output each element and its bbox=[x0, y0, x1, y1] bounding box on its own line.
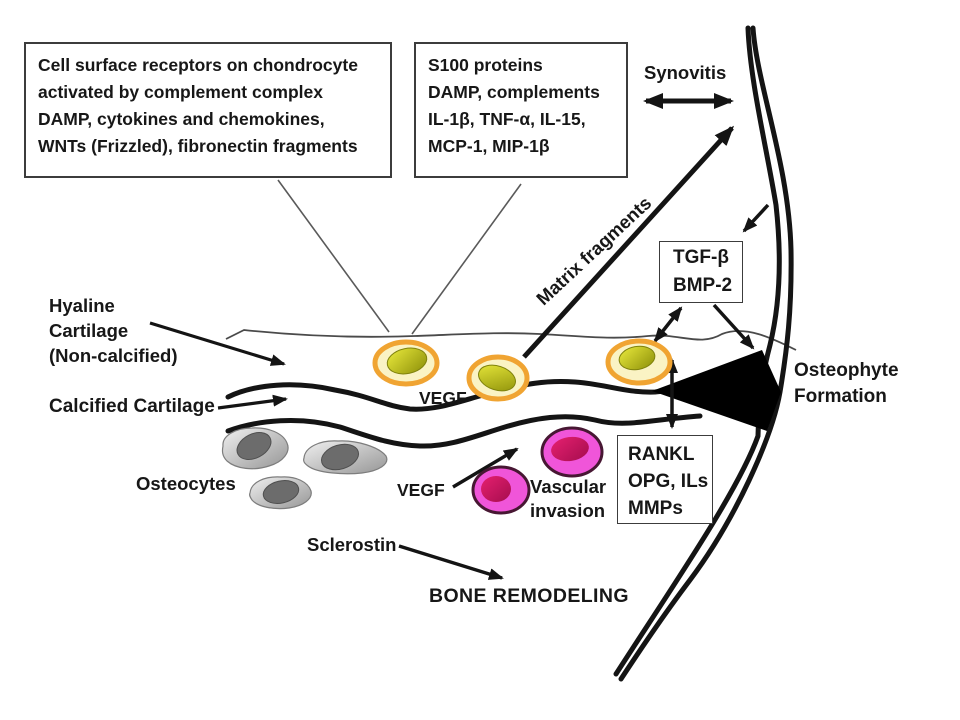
vascular-invasion-label: Vascular invasion bbox=[530, 475, 606, 523]
osteocytes-label: Osteocytes bbox=[136, 473, 236, 494]
s100-pointer-line bbox=[411, 183, 522, 335]
chondrocyte-tgf-double-arrow bbox=[653, 306, 683, 343]
osteocyte-cell-1 bbox=[221, 427, 289, 470]
rankl-box-line: RANKL bbox=[628, 444, 695, 465]
rankl-box-line: OPG, ILs bbox=[628, 471, 709, 492]
synovium-to-tgf-arrow bbox=[742, 203, 770, 233]
chondrocyte-cell-1 bbox=[372, 339, 440, 387]
sclerostin-label: Sclerostin bbox=[307, 534, 397, 555]
tgf-bmp-box: TGF-β BMP-2 bbox=[659, 241, 743, 303]
calcified-cartilage-label: Calcified Cartilage bbox=[49, 396, 215, 417]
hyaline-label-line: (Non-calcified) bbox=[49, 345, 178, 366]
osteocyte-cell-2 bbox=[303, 440, 388, 475]
s100-box-line: DAMP, complements bbox=[428, 82, 600, 102]
osteophyte-wedge bbox=[652, 350, 781, 431]
vascular-label-line: invasion bbox=[530, 500, 606, 521]
vegf-vascular-arrow bbox=[452, 447, 519, 489]
sclerostin-arrow bbox=[398, 544, 504, 580]
receptors-box-line: WNTs (Frizzled), fibronectin fragments bbox=[38, 136, 358, 156]
articular-surface-line bbox=[225, 329, 797, 351]
tgf-to-osteophyte-arrow bbox=[712, 303, 755, 350]
tgf-box-line: TGF-β bbox=[673, 247, 729, 268]
s100-box-line: MCP-1, MIP-1β bbox=[428, 136, 550, 156]
matrix-fragments-arrow bbox=[522, 125, 735, 359]
receptors-box-line: activated by complement complex bbox=[38, 82, 323, 102]
s100-box-line: S100 proteins bbox=[428, 55, 543, 75]
rankl-box-line: MMPs bbox=[628, 498, 683, 519]
receptors-box-line: Cell surface receptors on chondrocyte bbox=[38, 55, 358, 75]
hyaline-label-line: Cartilage bbox=[49, 320, 129, 341]
receptors-pointer-line bbox=[277, 179, 390, 333]
hyaline-arrow bbox=[149, 321, 286, 366]
s100-box: S100 proteins DAMP, complements IL-1β, T… bbox=[414, 42, 628, 178]
rankl-box: RANKL OPG, ILs MMPs bbox=[617, 435, 713, 524]
cement-line bbox=[225, 413, 703, 449]
osteocyte-cell-3 bbox=[249, 476, 312, 510]
receptors-box: Cell surface receptors on chondrocyte ac… bbox=[24, 42, 392, 178]
osteophyte-label-line: Osteophyte bbox=[794, 360, 899, 381]
receptors-box-line: DAMP, cytokines and chemokines, bbox=[38, 109, 325, 129]
chondrocyte-cell-2 bbox=[466, 354, 530, 402]
tgf-box-line: BMP-2 bbox=[673, 275, 733, 296]
osteophyte-label-line: Formation bbox=[794, 386, 887, 407]
chondrocyte-cell-3 bbox=[605, 338, 673, 386]
bone-remodeling-label: BONE REMODELING bbox=[429, 585, 629, 607]
vegf-upper-label: VEGF bbox=[419, 388, 467, 408]
synovium-inner-line bbox=[613, 25, 782, 677]
hyaline-cartilage-label: Hyaline Cartilage (Non-calcified) bbox=[49, 293, 177, 368]
vessel-cell-upper bbox=[540, 426, 604, 478]
vascular-label-line: Vascular bbox=[530, 476, 607, 497]
s100-box-line: IL-1β, TNF-α, IL-15, bbox=[428, 109, 586, 129]
osteophyte-formation-label: Osteophyte Formation bbox=[794, 358, 899, 410]
synovitis-label: Synovitis bbox=[644, 62, 727, 83]
calcified-arrow bbox=[217, 394, 288, 410]
vegf-lower-label: VEGF bbox=[397, 480, 445, 500]
vessel-cell-lower bbox=[471, 465, 531, 515]
hyaline-label-line: Hyaline bbox=[49, 295, 115, 316]
